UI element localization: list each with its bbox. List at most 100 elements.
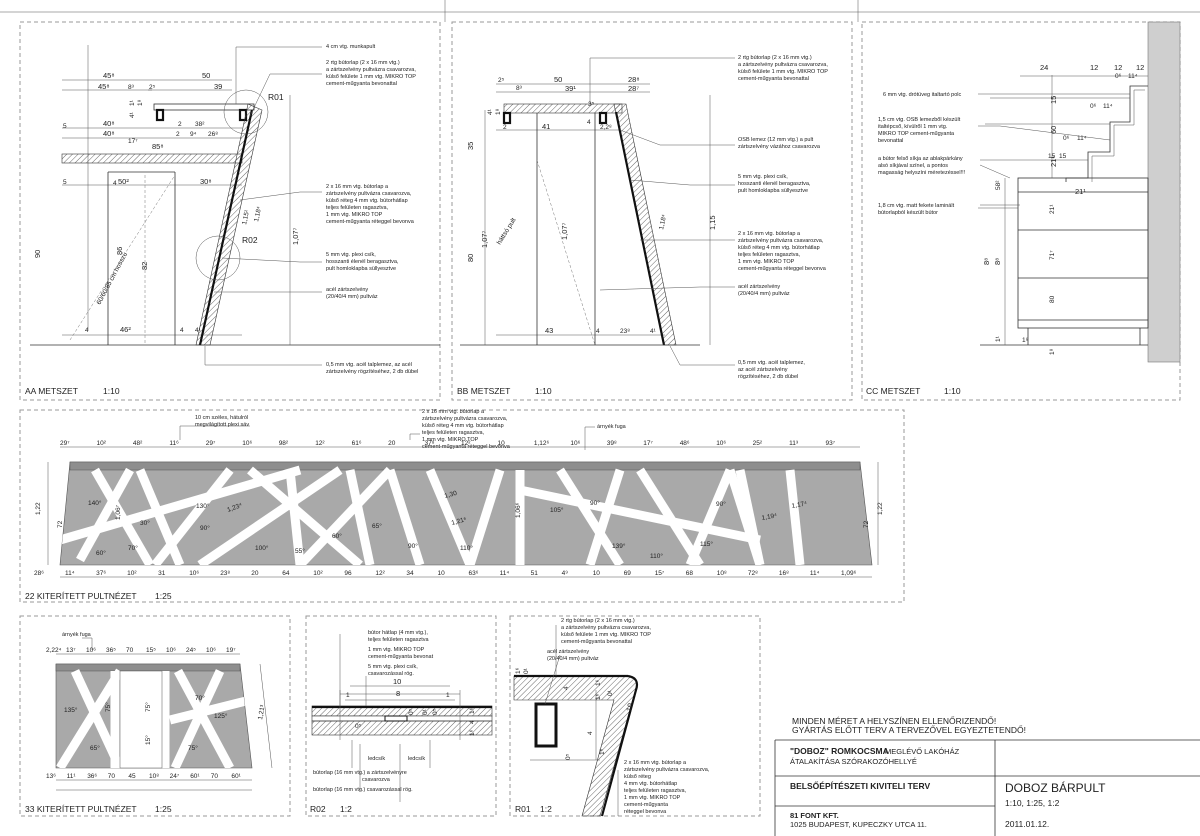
svg-text:82: 82 (140, 262, 149, 270)
svg-text:2 x 16 mm vtg. bútorlap a: 2 x 16 mm vtg. bútorlap a (624, 760, 687, 766)
dimension-label: 68 (686, 570, 694, 577)
svg-text:pult homloklapba süllyesztve: pult homloklapba süllyesztve (326, 266, 396, 272)
svg-text:ledcsík: ledcsík (368, 756, 385, 762)
k22-light-strips (60, 465, 805, 565)
dimension-label: 39⁸ (607, 440, 617, 447)
svg-text:85⁸: 85⁸ (152, 142, 164, 151)
bb-section-drawing: 2⁵ 8³ 50 28⁸ 39¹ 28⁷ 4¹ 1⁸ 3⁵ 2 41 4 2,2… (457, 55, 828, 396)
bb-sloped-front (613, 103, 677, 346)
svg-text:OSB lemez (12 mm vtg.) a pult: OSB lemez (12 mm vtg.) a pult (738, 137, 814, 143)
svg-text:1,07⁷: 1,07⁷ (291, 227, 300, 245)
svg-text:cement-műgyanta bevonattal: cement-műgyanta bevonattal (738, 76, 809, 82)
svg-text:30⁸: 30⁸ (200, 177, 212, 186)
dimension-label: 10⁶ (189, 570, 199, 577)
dimension-label: 70 (108, 773, 116, 780)
frame-r01-detail (509, 615, 761, 817)
project-desc-2: ÁTALAKÍTÁSA SZÓRAKOZÓHELLYÉ (790, 757, 917, 766)
svg-text:az acél zártszelvény: az acél zártszelvény (738, 367, 788, 373)
svg-text:rögzítéséhez, 2 db dübel: rögzítéséhez, 2 db dübel (738, 374, 798, 380)
svg-text:bútorlap (16 mm vtg.) a zártsz: bútorlap (16 mm vtg.) a zártszelvényre (313, 770, 407, 776)
dimension-label: 17⁷ (643, 440, 653, 447)
dimension-label: 12² (461, 440, 471, 447)
svg-text:4¹: 4¹ (650, 328, 657, 335)
cc-title: CC METSZET (866, 386, 920, 396)
svg-text:bútor hátlap (4 mm vtg.),: bútor hátlap (4 mm vtg.), (368, 630, 428, 636)
dimension-label: 93⁷ (826, 440, 836, 447)
svg-text:21¹: 21¹ (1049, 204, 1056, 214)
cc-section-drawing: 24 12 12 12 0⁶ 11⁴ 0⁶ 11⁴ 0⁶ 11⁴ 15 15 1… (866, 21, 1181, 396)
dimension-label: 10⁸ (149, 773, 159, 780)
company-address: 1025 BUDAPEST, KUPECZKY UTCA 11. (790, 820, 927, 829)
svg-text:50: 50 (202, 71, 210, 80)
dimension-label: 1,09⁶ (841, 570, 857, 577)
dimension-label: 11⁴ (500, 570, 510, 577)
aa-counter-top (61, 153, 243, 164)
dimension-label: 28⁶ (34, 570, 44, 577)
svg-text:pult homloklapba süllyesztve: pult homloklapba süllyesztve (738, 188, 808, 194)
svg-text:4: 4 (587, 119, 591, 126)
dimension-label: 29⁷ (60, 440, 70, 447)
dimension-label: 10² (97, 440, 107, 447)
angle-dimension-label: 1,22 (35, 502, 42, 515)
svg-text:4: 4 (180, 327, 184, 334)
svg-text:1 mm vtg. MIKRO TOP: 1 mm vtg. MIKRO TOP (422, 437, 479, 443)
angle-dimension-label: 90° (408, 542, 418, 550)
angle-dimension-label: 90° (716, 500, 726, 508)
svg-text:külső felülete 1 mm vtg. MIKRO: külső felülete 1 mm vtg. MIKRO TOP (561, 632, 651, 638)
svg-text:40⁸: 40⁸ (103, 119, 115, 128)
svg-text:2 rtg bútorlap (2 x 16 mm vtg.: 2 rtg bútorlap (2 x 16 mm vtg.) (561, 618, 635, 624)
svg-text:15: 15 (1059, 153, 1067, 160)
svg-text:28⁸: 28⁸ (628, 75, 640, 84)
svg-text:8⁸: 8⁸ (982, 258, 991, 265)
svg-text:zártszelvény pultvázra csavaro: zártszelvény pultvázra csavarozva, (738, 238, 824, 244)
dimension-label: 10² (313, 570, 323, 577)
svg-text:alsó síkjával színel, a pontos: alsó síkjával színel, a pontos (878, 163, 948, 169)
svg-text:zártszelvény vázához csavarozv: zártszelvény vázához csavarozva (738, 144, 821, 150)
frame-bb-section (451, 21, 853, 401)
dimension-label: 31 (158, 570, 166, 577)
k22-elevation-drawing: 10 cm széles, hátulról megvilágított ple… (25, 409, 884, 601)
svg-text:teljes felületen ragasztva: teljes felületen ragasztva (368, 637, 429, 643)
svg-text:1: 1 (346, 692, 350, 699)
svg-text:4 mm vtg. bútorhátlap: 4 mm vtg. bútorhátlap (624, 781, 677, 787)
dimension-label: 20 (388, 440, 396, 447)
svg-text:12: 12 (1114, 63, 1122, 72)
svg-text:a zártszelvény pultvázra csava: a zártszelvény pultvázra csavarozva, (326, 67, 416, 73)
svg-text:csavarozással rög.: csavarozással rög. (368, 671, 414, 677)
svg-text:45⁸: 45⁸ (98, 82, 110, 91)
r01-title: R01 (515, 804, 531, 814)
k22-angle-labels: 140°130°1,23⁴90°30°70°60°100°55°60°65°1,… (35, 490, 884, 560)
dimension-label: 10 (498, 440, 506, 447)
drawing-title: DOBOZ BÁRPULT (1005, 780, 1106, 795)
svg-text:árnyék fuga: árnyék fuga (62, 632, 92, 638)
title-block: MINDEN MÉRET A HELYSZÍNEN ELLENŐRIZENDŐ!… (774, 716, 1200, 836)
svg-text:2: 2 (178, 121, 182, 128)
svg-text:60: 60 (1049, 126, 1058, 134)
dimension-label: 10² (127, 570, 137, 577)
svg-text:zártszelvény rögzítéséhez, 2 d: zártszelvény rögzítéséhez, 2 db dübel (326, 369, 418, 375)
bb-scale: 1:10 (535, 386, 552, 396)
svg-text:2 rtg bútorlap (2 x 16 mm vtg.: 2 rtg bútorlap (2 x 16 mm vtg.) (326, 60, 400, 66)
angle-dimension-label: 60° (332, 532, 342, 540)
k33-light-strips (56, 668, 252, 768)
svg-text:86: 86 (115, 247, 124, 255)
frame-22-elevation (19, 409, 905, 603)
project-desc-1: MEGLÉVŐ LAKÓHÁZ (885, 747, 960, 756)
svg-text:1⁶: 1⁶ (469, 707, 476, 714)
dimension-label: 13⁶ (46, 773, 56, 780)
r02-detail-drawing: 10 8 1 1 0⁵ 0⁵ 0¹ 0⁵ 1⁶ 4 1⁶ bútor hátla… (310, 630, 493, 814)
dimension-label: 45 (128, 773, 136, 780)
dimension-label: 36⁵ (106, 647, 116, 654)
angle-dimension-label: 1,21³ (257, 704, 267, 721)
svg-text:cement-műgyanta réteggel bevon: cement-műgyanta réteggel bevonva (422, 444, 511, 450)
svg-text:1⁶: 1⁶ (515, 667, 522, 674)
dimension-label: 60¹ (190, 773, 200, 780)
dimension-label: 10⁶ (716, 440, 726, 447)
svg-text:4: 4 (85, 327, 89, 334)
svg-text:6 mm vtg. drótüveg italtartó p: 6 mm vtg. drótüveg italtartó polc (883, 92, 962, 98)
aa-detail-circle-r02 (195, 235, 241, 281)
svg-text:1⁶: 1⁶ (595, 693, 602, 700)
aa-section-drawing: 45⁸ 50 45⁸ 8³ 2⁵ 39 40⁸ 2 38² 40⁸ 17⁷ 2 … (25, 44, 440, 396)
svg-text:1⁶: 1⁶ (469, 729, 476, 736)
